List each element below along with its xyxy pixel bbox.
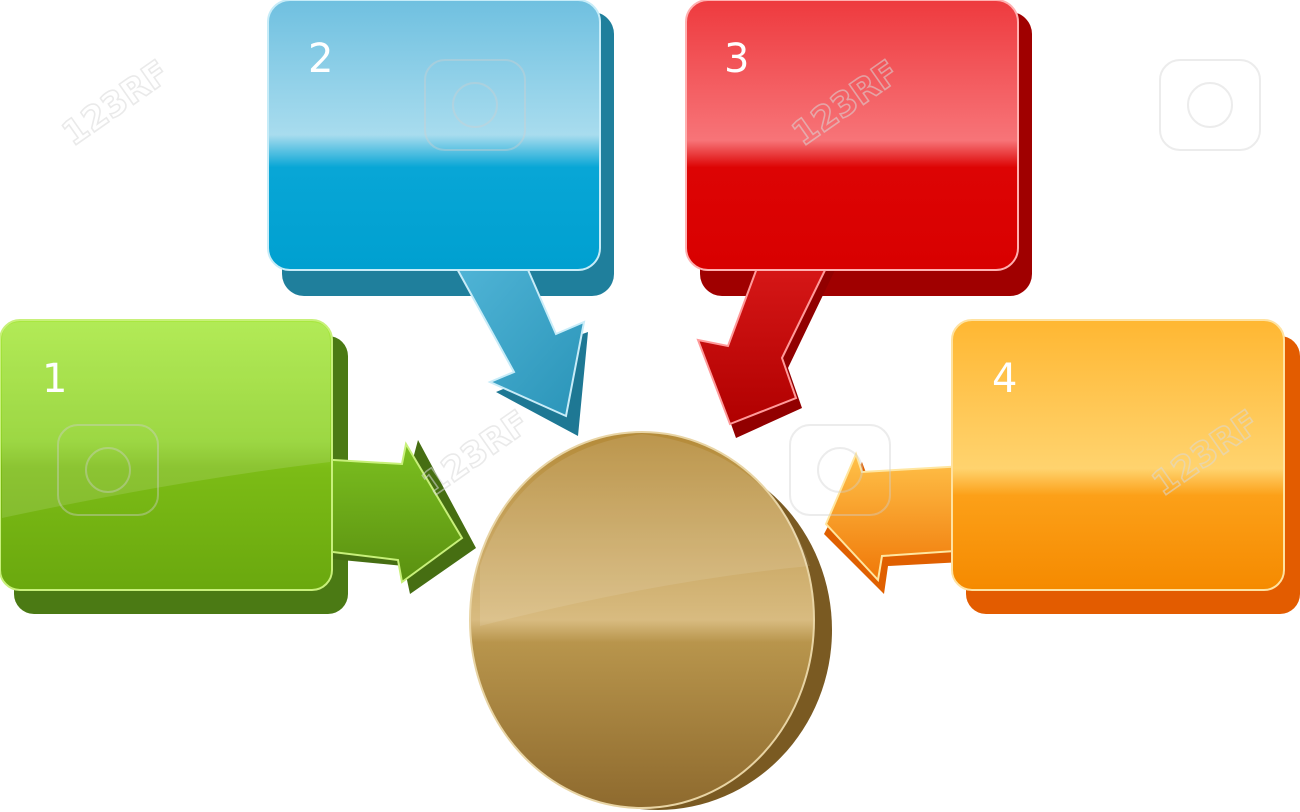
box-3-number: 3: [724, 36, 749, 82]
box-4-group: 4: [824, 319, 1300, 614]
watermark-camera-icon: [57, 59, 1261, 516]
box-3-face: [685, 0, 1019, 271]
box-1-group: 1: [0, 319, 476, 614]
hub-group: [469, 431, 832, 810]
box-4-face: [951, 319, 1285, 591]
hub-face: [469, 431, 815, 809]
box-2-group: 2: [267, 0, 614, 436]
box-2-number: 2: [308, 36, 333, 82]
box-3-group: 3: [685, 0, 1032, 438]
box-2-face: [267, 0, 601, 271]
watermark-text: 123RF: [55, 53, 177, 155]
box-1-number: 1: [42, 356, 67, 402]
box-4-number: 4: [992, 356, 1017, 402]
box-1-face: [0, 319, 333, 591]
